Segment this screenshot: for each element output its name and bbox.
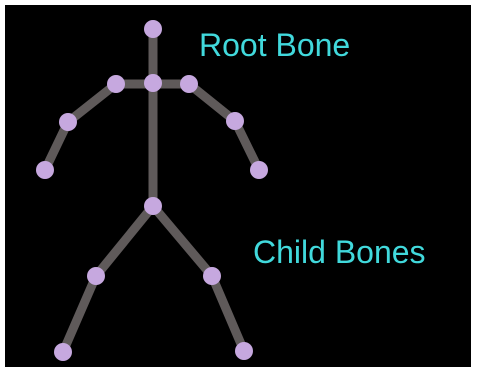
joint-left-knee (87, 267, 105, 285)
joint-left-hand (36, 161, 54, 179)
joint-left-foot (54, 343, 72, 361)
bone-right-knee-to-right-foot (212, 276, 244, 351)
root-bone-label: Root Bone (199, 29, 350, 61)
joint-right-foot (235, 342, 253, 360)
child-bones-label: Child Bones (253, 236, 426, 268)
bone-hip-to-left-knee (96, 206, 153, 276)
joint-right-hand (250, 161, 268, 179)
joint-right-knee (203, 267, 221, 285)
joint-head (144, 20, 162, 38)
joint-hip (144, 197, 162, 215)
joint-right-elbow (226, 112, 244, 130)
joint-right-shoulder (180, 75, 198, 93)
bone-left-shoulder-to-left-elbow (68, 84, 116, 122)
joint-neck (144, 74, 162, 92)
bone-hip-to-right-knee (153, 206, 212, 276)
joint-left-shoulder (107, 75, 125, 93)
bone-left-knee-to-left-foot (63, 276, 96, 352)
joint-left-elbow (59, 113, 77, 131)
diagram-canvas: Root Bone Child Bones (5, 5, 471, 367)
